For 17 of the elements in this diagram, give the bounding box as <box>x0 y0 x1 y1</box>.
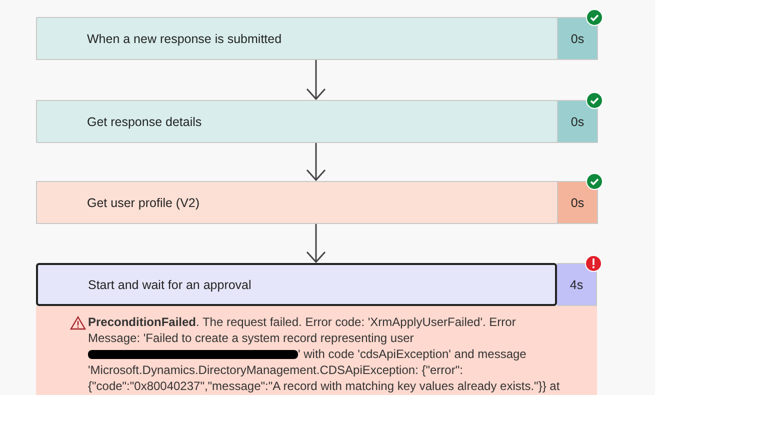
action-title: When a new response is submitted <box>86 32 282 46</box>
arrow <box>306 143 326 181</box>
error-message: PreconditionFailed. The request failed. Error code: 'XrmApplyUserFailed'. Error Message: 'Failed to create a system record representing user ' with code 'cdsApiException' and message 'Microsoft.Dynamics.DirectoryManagement.CDSApiException: {"error": {"code":"0x80040237","message":"A record with matching key values already exists."}} at <box>88 314 561 394</box>
duration-label: 0s <box>558 100 598 143</box>
duration-label: 0s <box>558 17 598 60</box>
action-title: Get user profile (V2) <box>86 196 200 210</box>
action-card <box>36 263 557 306</box>
arrow <box>306 60 326 100</box>
arrow <box>306 224 326 263</box>
action-card <box>36 181 558 224</box>
action-title: Get response details <box>86 114 202 128</box>
action-card <box>36 17 558 60</box>
duration-label: 0s <box>558 181 598 224</box>
error-panel <box>36 306 597 395</box>
action-card <box>36 100 558 143</box>
action-title: Start and wait for an approval <box>87 278 252 292</box>
duration-label: 4s <box>557 263 597 306</box>
